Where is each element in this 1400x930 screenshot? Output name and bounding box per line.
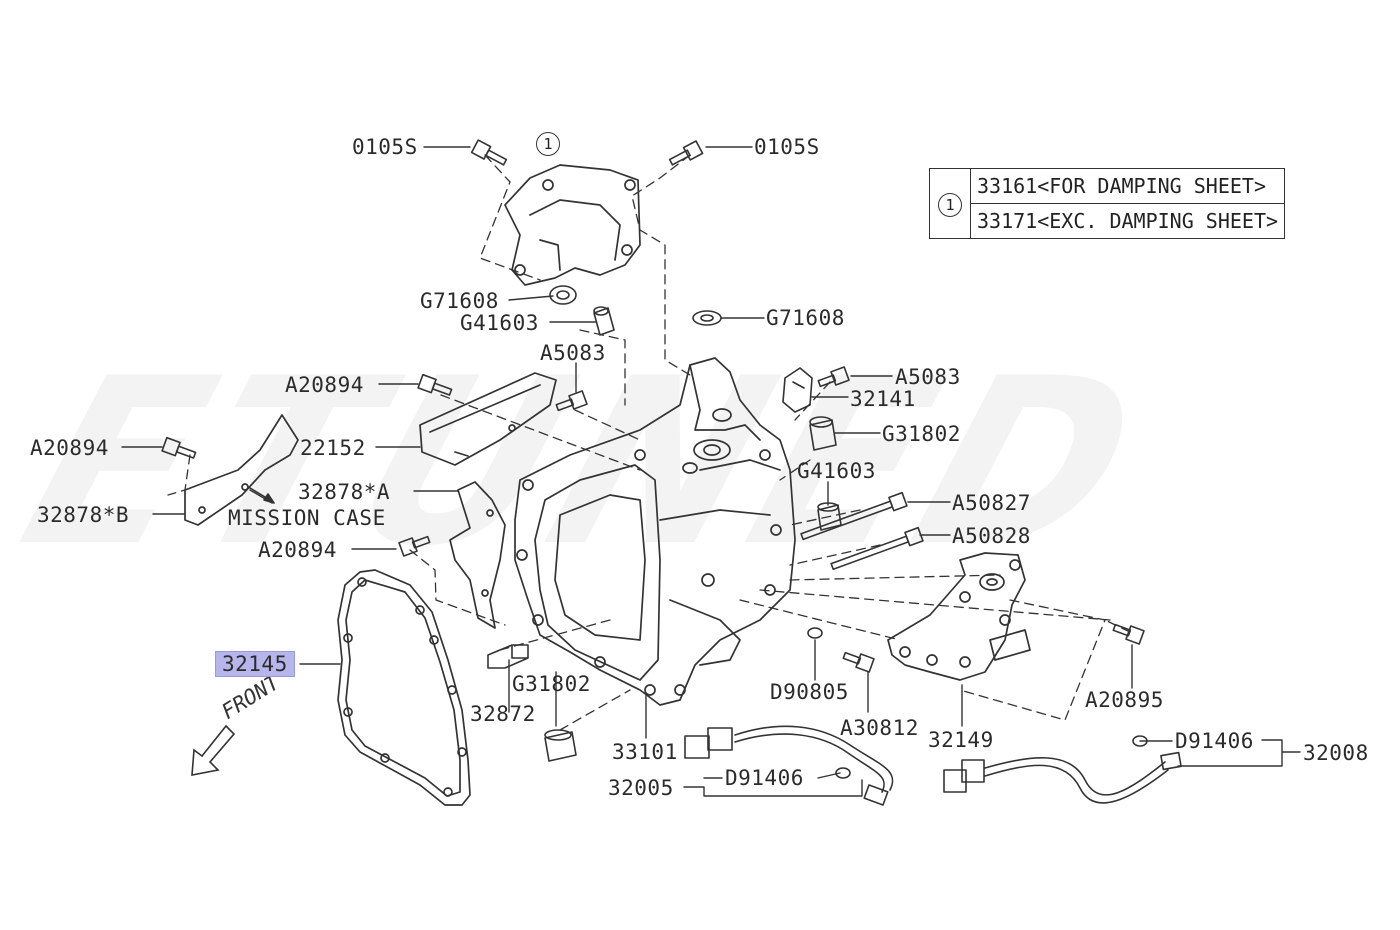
label-d91406-bottom[interactable]: D91406 <box>725 766 804 790</box>
bracket-32878b <box>184 414 299 526</box>
label-g31802-right[interactable]: G31802 <box>882 422 961 446</box>
sensor-harness <box>684 725 1182 806</box>
label-22152[interactable]: 22152 <box>300 436 366 460</box>
front-arrow-icon <box>191 724 236 776</box>
label-32141[interactable]: 32141 <box>850 387 916 411</box>
label-32145-highlighted[interactable]: 32145 <box>215 651 295 677</box>
label-32149[interactable]: 32149 <box>928 728 994 752</box>
label-g41603-top[interactable]: G41603 <box>460 311 539 335</box>
label-a20895[interactable]: A20895 <box>1085 688 1164 712</box>
gasket-32141 <box>782 367 813 413</box>
label-a30812[interactable]: A30812 <box>840 716 919 740</box>
seals <box>544 285 1148 779</box>
label-32005[interactable]: 32005 <box>608 776 674 800</box>
label-a50827[interactable]: A50827 <box>952 491 1031 515</box>
label-32008[interactable]: 32008 <box>1303 741 1369 765</box>
dashed-lines <box>167 154 1131 731</box>
label-a5083-right[interactable]: A5083 <box>895 365 961 389</box>
cover-32149 <box>887 552 1031 681</box>
callout-badge-diagram: 1 <box>536 132 560 156</box>
label-g71608-right[interactable]: G71608 <box>766 306 845 330</box>
transmission-case <box>514 357 796 706</box>
label-32878b[interactable]: 32878*B <box>37 503 130 527</box>
cover-bracket <box>504 164 641 286</box>
label-0105s-left[interactable]: 0105S <box>352 135 418 159</box>
gasket-32145 <box>337 569 471 806</box>
table-row: 1 33161<FOR DAMPING SHEET> <box>929 168 1286 239</box>
table-row: 33171<EXC. DAMPING SHEET> <box>930 203 1286 239</box>
part-note: <EXC. DAMPING SHEET> <box>1037 209 1279 233</box>
part-note: <FOR DAMPING SHEET> <box>1037 174 1266 198</box>
label-g31802-bottom[interactable]: G31802 <box>512 672 591 696</box>
table-cell-part: 33171<EXC. DAMPING SHEET> <box>969 203 1286 239</box>
label-0105s-right[interactable]: 0105S <box>754 135 820 159</box>
label-mission-case: MISSION CASE <box>228 506 386 530</box>
table-cell-part: 33161<FOR DAMPING SHEET> <box>969 168 1286 204</box>
label-32878a[interactable]: 32878*A <box>298 480 391 504</box>
part-number: 33171 <box>977 209 1038 233</box>
shim-32872 <box>487 644 529 669</box>
reference-table: 1 33161<FOR DAMPING SHEET> 33171<EXC. DA… <box>929 168 1286 239</box>
label-a20894-left[interactable]: A20894 <box>30 436 109 460</box>
part-number: 33161 <box>977 174 1038 198</box>
leader-lines <box>121 146 1301 797</box>
label-32872[interactable]: 32872 <box>470 702 536 726</box>
label-d90805[interactable]: D90805 <box>770 680 849 704</box>
bolts <box>161 139 1145 673</box>
label-a20894-bottom[interactable]: A20894 <box>258 538 337 562</box>
label-d91406-right[interactable]: D91406 <box>1175 729 1254 753</box>
callout-badge: 1 <box>938 192 962 217</box>
label-a50828[interactable]: A50828 <box>952 524 1031 548</box>
label-33101[interactable]: 33101 <box>612 740 678 764</box>
label-g41603-right[interactable]: G41603 <box>797 459 876 483</box>
bracket-32878a <box>449 481 506 629</box>
plate-22152 <box>419 372 557 466</box>
label-a5083-left[interactable]: A5083 <box>540 341 606 365</box>
table-key-cell: 1 <box>929 168 971 239</box>
mission-case-arrow <box>249 487 275 504</box>
label-a20894-top[interactable]: A20894 <box>285 373 364 397</box>
label-g71608-left[interactable]: G71608 <box>420 289 499 313</box>
